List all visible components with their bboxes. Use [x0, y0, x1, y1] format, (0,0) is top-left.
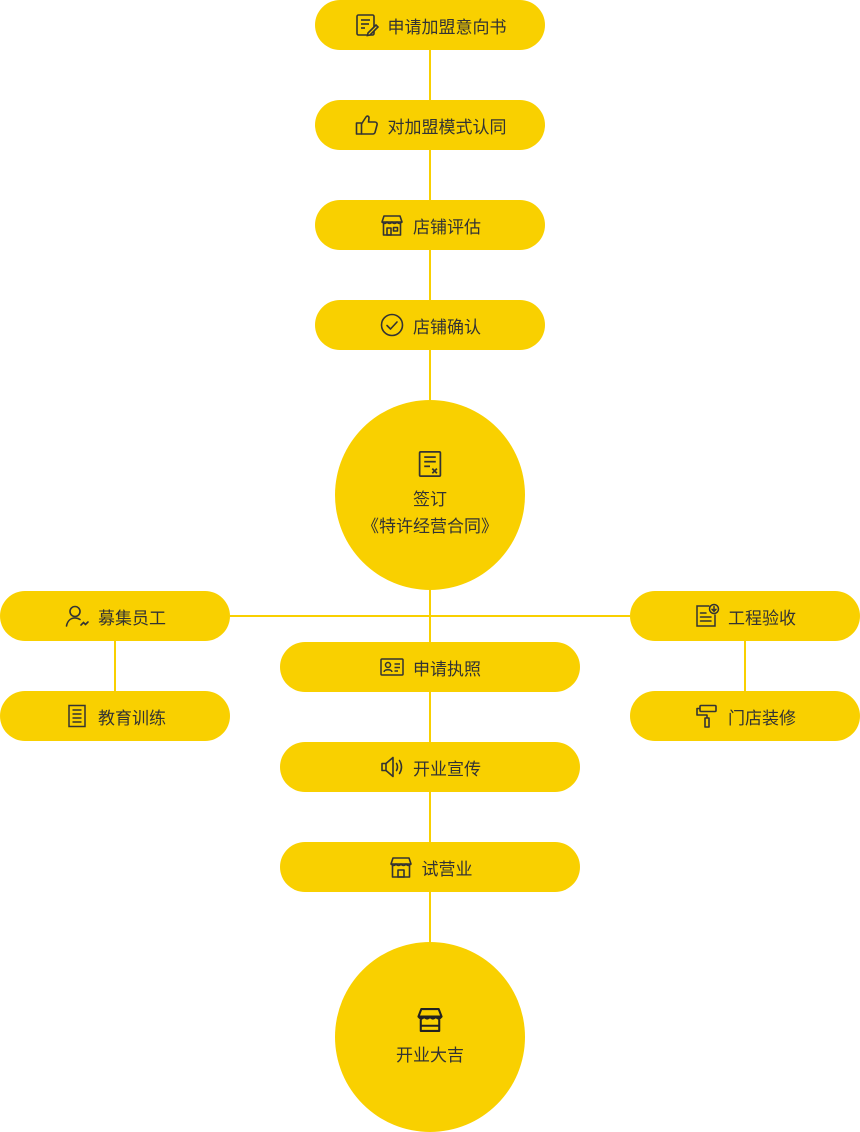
- step-label: 店铺确认: [413, 317, 481, 338]
- step-label: 教育训练: [98, 708, 166, 729]
- store-icon: [388, 854, 414, 880]
- step-label: 工程验收: [728, 608, 796, 629]
- step-education-training: 教育训练: [0, 691, 230, 741]
- thumbs-up-icon: [354, 112, 380, 138]
- step-apply-license: 申请执照: [280, 642, 580, 692]
- shop-awning-icon: [415, 1005, 445, 1035]
- connector-right-branch: [744, 641, 746, 691]
- contract-line2: 《特许经营合同》: [362, 517, 498, 537]
- step-recruit-staff: 募集员工: [0, 591, 230, 641]
- store-icon: [379, 212, 405, 238]
- list-document-icon: [64, 703, 90, 729]
- step-label: 申请加盟意向书: [387, 17, 507, 38]
- step-apply-intent: 申请加盟意向书: [315, 0, 545, 50]
- step-label: 门店装修: [728, 708, 796, 729]
- connector-left-branch: [114, 641, 116, 691]
- check-circle-icon: [379, 312, 405, 338]
- user-recruit-icon: [64, 603, 90, 629]
- contract-line1: 签订: [413, 490, 447, 510]
- step-agree-model: 对加盟模式认同: [315, 100, 545, 150]
- step-store-decoration: 门店装修: [630, 691, 860, 741]
- final-label: 开业大吉: [396, 1045, 464, 1066]
- step-store-confirm: 店铺确认: [315, 300, 545, 350]
- step-label: 开业宣传: [413, 759, 481, 780]
- paint-roller-icon: [694, 703, 720, 729]
- step-label: 试营业: [421, 859, 473, 880]
- id-card-icon: [379, 654, 405, 680]
- contract-document-icon: [415, 449, 445, 479]
- speaker-icon: [379, 754, 405, 780]
- step-grand-opening: 开业大吉: [335, 942, 525, 1132]
- step-label: 募集员工: [98, 608, 166, 629]
- step-store-evaluation: 店铺评估: [315, 200, 545, 250]
- step-label: 店铺评估: [413, 217, 481, 238]
- document-download-icon: [694, 603, 720, 629]
- step-sign-contract: 签订 《特许经营合同》: [335, 400, 525, 590]
- edit-document-icon: [354, 12, 380, 38]
- step-label: 对加盟模式认同: [387, 117, 507, 138]
- step-opening-promotion: 开业宣传: [280, 742, 580, 792]
- step-project-acceptance: 工程验收: [630, 591, 860, 641]
- step-trial-operation: 试营业: [280, 842, 580, 892]
- step-label: 申请执照: [413, 659, 481, 680]
